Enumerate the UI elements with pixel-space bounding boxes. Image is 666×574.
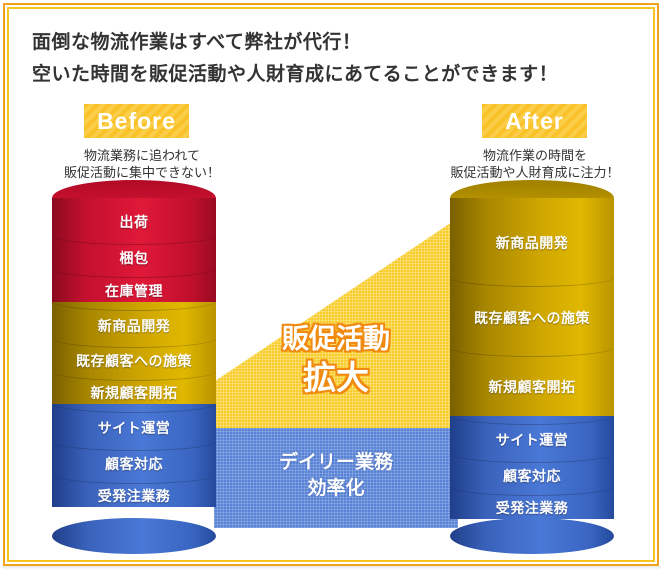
after-segment-order-processing: 受発注業務 xyxy=(450,487,614,519)
after-segment-new-customer: 新規顧客開拓 xyxy=(450,348,614,425)
after-caption: 物流作業の時間を 販促活動や人財育成に注力！ xyxy=(425,148,645,182)
before-cylinder: 出荷 梱包 在庫管理 新商品開発 既存顧客への施策 新規顧客開拓 サイト運営 顧… xyxy=(52,180,216,554)
before-segment-new-product: 新商品開発 xyxy=(52,302,216,348)
before-caption: 物流業務に追われて 販促活動に集中できない！ xyxy=(32,148,252,182)
after-cylinder-bottom xyxy=(450,518,614,554)
after-cylinder: 新商品開発 既存顧客への施策 新規顧客開拓 サイト運営 顧客対応 受発注業務 xyxy=(450,180,614,554)
before-segment-new-customer: 新規顧客開拓 xyxy=(52,372,216,413)
outer-frame xyxy=(3,3,659,566)
after-segment-existing-customer: 既存顧客への施策 xyxy=(450,278,614,357)
after-segment-new-product: 新商品開発 xyxy=(450,198,614,287)
efficiency-label-line-2: 効率化 xyxy=(307,477,365,499)
headline: 面倒な物流作業はすべて弊社が代行！ 空いた時間を販促活動や人財育成にあてることが… xyxy=(32,26,558,90)
before-segment-packing: 梱包 xyxy=(52,236,216,278)
after-caption-line-2: 販促活動や人財育成に注力！ xyxy=(450,166,620,181)
daily-efficiency-area xyxy=(214,428,458,528)
after-tag: After xyxy=(482,104,587,138)
before-segment-shipping: 出荷 xyxy=(52,198,216,245)
after-caption-line-1: 物流作業の時間を xyxy=(482,149,587,164)
before-caption-line-2: 販促活動に集中できない！ xyxy=(63,166,220,181)
before-cylinder-bottom xyxy=(52,518,216,554)
before-segment-order-processing: 受発注業務 xyxy=(52,475,216,507)
before-segment-customer-support: 顧客対応 xyxy=(52,442,216,484)
before-tag: Before xyxy=(84,104,189,138)
before-segment-existing-customer: 既存顧客への施策 xyxy=(52,339,216,381)
efficiency-label-line-1: デイリー業務 xyxy=(278,451,393,473)
after-segment-customer-support: 顧客対応 xyxy=(450,454,614,496)
sales-expansion-label-line-2: 拡大 xyxy=(303,358,369,397)
headline-line-1: 面倒な物流作業はすべて弊社が代行！ xyxy=(32,31,362,53)
after-segment-site-ops: サイト運営 xyxy=(450,416,614,463)
before-segment-inventory: 在庫管理 xyxy=(52,269,216,311)
headline-line-2: 空いた時間を販促活動や人財育成にあてることができます！ xyxy=(32,63,559,85)
before-segment-site-ops: サイト運営 xyxy=(52,404,216,451)
frame-shadow xyxy=(3,566,661,570)
sales-expansion-label-line-1: 販促活動 xyxy=(282,324,390,355)
inner-frame xyxy=(7,7,655,562)
before-caption-line-1: 物流業務に追われて xyxy=(84,149,200,164)
